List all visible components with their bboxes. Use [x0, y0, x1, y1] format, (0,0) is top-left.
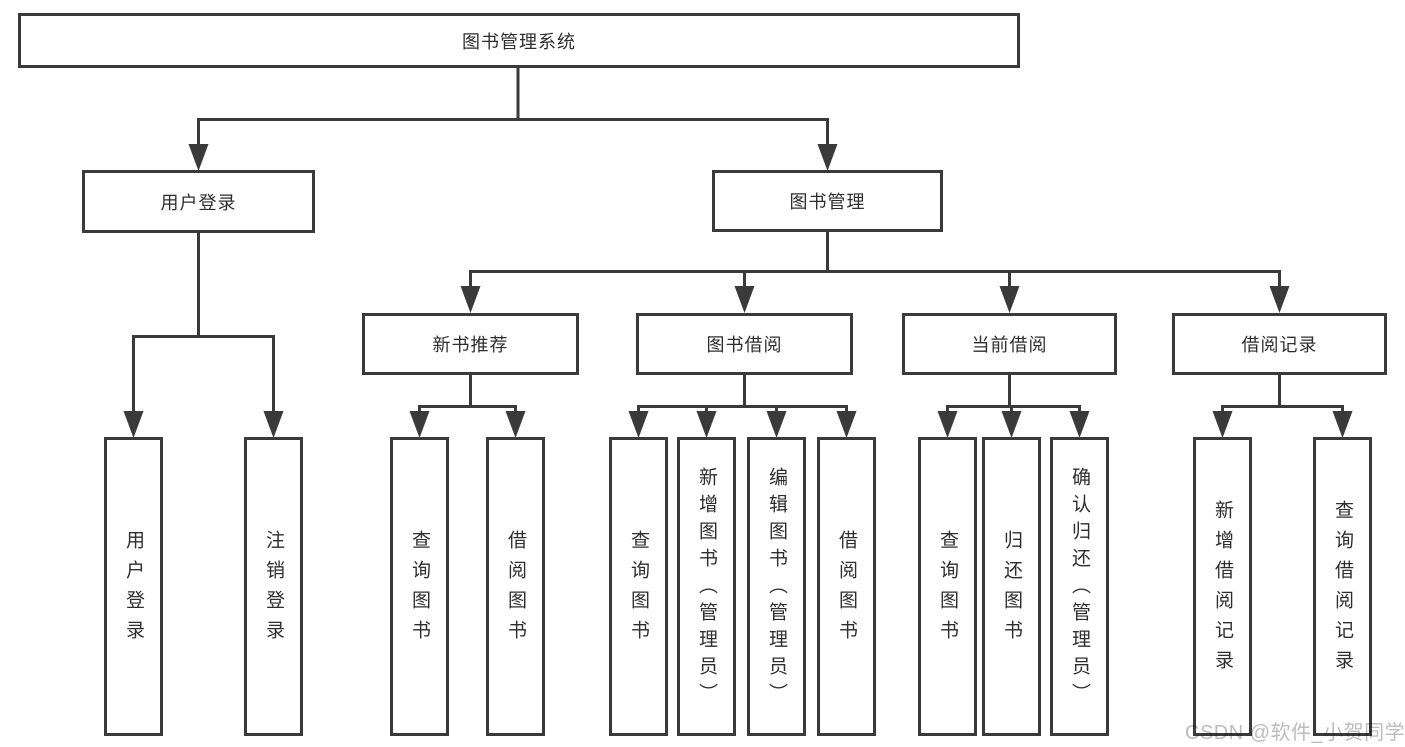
- node-label: 归还图书: [1001, 529, 1022, 650]
- leaf-borrow-books-recommend: 借阅图书: [486, 437, 545, 736]
- leaf-borrow-books-borrowing: 借阅图书: [817, 437, 876, 736]
- csdn-watermark: CSDN @软件_小贺同学: [1185, 722, 1405, 744]
- node-label: 新增借阅记录: [1212, 499, 1233, 680]
- node-label: 图书借阅: [706, 335, 783, 355]
- node-label: 新书推荐: [432, 335, 509, 355]
- leaf-edit-book-admin: 编辑图书（管理员）: [747, 437, 806, 736]
- node-label: 当前借阅: [971, 335, 1048, 355]
- node-label: 用户登录: [160, 192, 237, 213]
- node-label: 借阅记录: [1241, 335, 1318, 355]
- leaf-query-borrow-record: 查询借阅记录: [1313, 437, 1372, 736]
- node-borrowing-records: 借阅记录: [1172, 313, 1387, 375]
- leaf-query-books-borrowing: 查询图书: [609, 437, 668, 736]
- leaf-query-books-recommend: 查询图书: [390, 437, 449, 736]
- node-book-management: 图书管理: [712, 170, 943, 232]
- node-label: 借阅图书: [836, 529, 857, 650]
- leaf-logout: 注销登录: [244, 437, 303, 736]
- node-label: 查询图书: [937, 529, 958, 650]
- node-label: 图书管理: [789, 192, 866, 212]
- node-label: 图书管理系统: [462, 31, 576, 52]
- node-label: 编辑图书（管理员）: [766, 467, 787, 710]
- leaf-confirm-return-admin: 确认归还（管理员）: [1050, 437, 1109, 736]
- leaf-add-borrow-record: 新增借阅记录: [1193, 437, 1252, 736]
- node-label: 确认归还（管理员）: [1069, 467, 1090, 710]
- leaf-add-book-admin: 新增图书（管理员）: [677, 437, 736, 736]
- leaf-query-books-current: 查询图书: [918, 437, 977, 736]
- node-library-management-system: 图书管理系统: [18, 13, 1020, 68]
- node-label: 查询借阅记录: [1332, 499, 1353, 680]
- node-label: 借阅图书: [505, 529, 526, 650]
- node-user-login: 用户登录: [82, 170, 315, 233]
- node-label: 新增图书（管理员）: [696, 467, 717, 710]
- node-label: 查询图书: [409, 529, 430, 650]
- node-label: 查询图书: [628, 529, 649, 650]
- leaf-return-books: 归还图书: [982, 437, 1041, 736]
- node-new-book-recommendation: 新书推荐: [362, 313, 579, 375]
- leaf-user-login: 用户登录: [104, 437, 163, 736]
- arrowheads: [123, 144, 1353, 438]
- node-label: 用户登录: [123, 529, 144, 650]
- node-current-borrowing: 当前借阅: [902, 313, 1117, 375]
- node-label: 注销登录: [263, 529, 284, 650]
- node-book-borrowing: 图书借阅: [636, 313, 853, 375]
